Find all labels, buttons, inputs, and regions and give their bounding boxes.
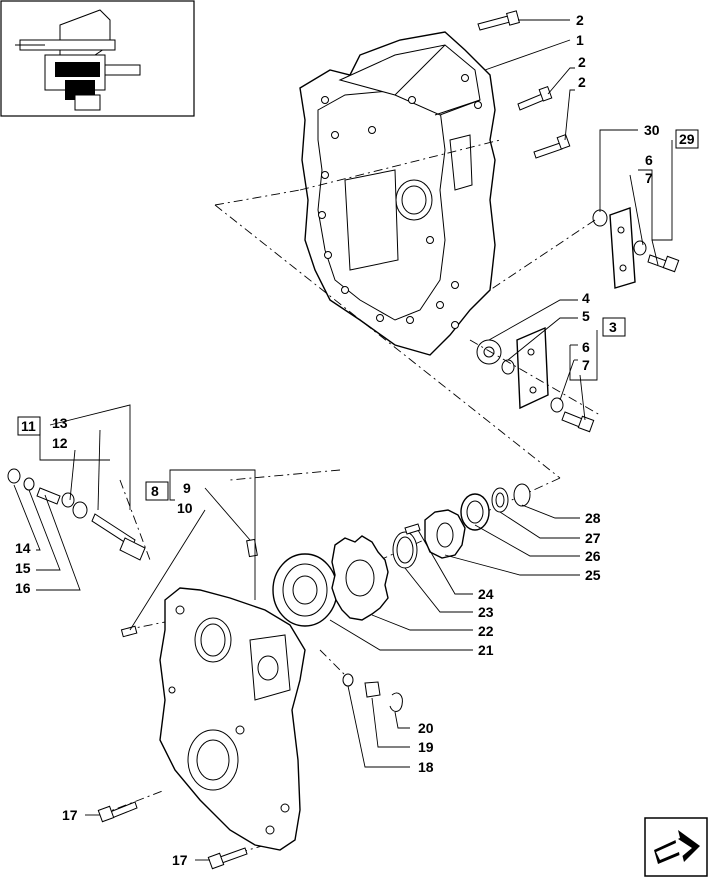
gearbox-housing: [299, 31, 496, 356]
callout-27: 27: [585, 530, 601, 546]
callout-19: 19: [418, 739, 434, 755]
callout-7b: 7: [582, 357, 590, 373]
callout-1: 1: [576, 32, 584, 48]
callout-6b: 6: [582, 339, 590, 355]
callout-leaders: [13, 19, 673, 861]
callout-17a: 17: [62, 807, 78, 823]
callout-2b: 2: [578, 54, 586, 70]
callout-26: 26: [585, 548, 601, 564]
assembly-thumbnail: [0, 0, 195, 117]
cover-bolts: [97, 801, 248, 870]
callout-boxes: [17, 129, 699, 501]
lower-cover-assembly: [476, 326, 595, 433]
housing-bolts: [477, 10, 571, 159]
callout-11: 11: [21, 418, 36, 434]
callout-3: 3: [609, 319, 617, 335]
callout-6a: 6: [645, 152, 653, 168]
callout-29: 29: [679, 131, 695, 147]
plug-assembly: [342, 673, 403, 712]
callout-9: 9: [183, 480, 191, 496]
callout-12: 12: [52, 435, 68, 451]
callout-28: 28: [585, 510, 601, 526]
callout-18: 18: [418, 759, 434, 775]
callout-30: 30: [644, 122, 660, 138]
callout-17b: 17: [172, 852, 188, 868]
upper-cover-assembly: [592, 207, 680, 289]
next-page-arrow-icon[interactable]: [644, 817, 708, 877]
gear-large: [331, 535, 389, 621]
callout-4: 4: [582, 290, 590, 306]
snap-rings: [392, 523, 421, 569]
callout-2a: 2: [576, 12, 584, 28]
callout-7a: 7: [645, 170, 653, 186]
callout-16: 16: [15, 580, 31, 596]
front-cover: [159, 587, 306, 851]
callout-10: 10: [177, 500, 193, 516]
callout-24: 24: [478, 586, 494, 602]
gear-small: [424, 483, 531, 559]
callout-5: 5: [582, 308, 590, 324]
callout-14: 14: [15, 540, 31, 556]
bearing: [272, 553, 338, 627]
callout-23: 23: [478, 604, 494, 620]
callout-2c: 2: [578, 74, 586, 90]
selector-shaft-assembly: [7, 468, 146, 561]
callout-13: 13: [52, 415, 68, 431]
callout-8: 8: [151, 483, 159, 499]
callout-21: 21: [478, 642, 494, 658]
callout-labels: 2 1 2 2 30 29 6 7 4 5 3 6 7 11 13 12 14 …: [15, 12, 695, 868]
callout-22: 22: [478, 623, 494, 639]
callout-15: 15: [15, 560, 31, 576]
callout-25: 25: [585, 567, 601, 583]
callout-20: 20: [418, 720, 434, 736]
